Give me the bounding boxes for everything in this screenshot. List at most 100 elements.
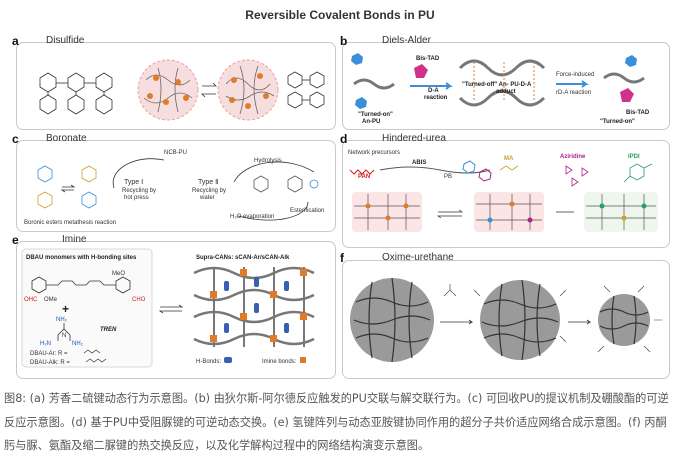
da-reaction-label: D-A [428, 88, 439, 94]
panel-b-heading: Diels-Alder [382, 35, 431, 46]
panel-c-label: c [12, 132, 19, 146]
monomer-box [21, 248, 153, 368]
bis-tad-label-left: Bis-TAD [416, 56, 440, 62]
dbau-ar-r-group [83, 349, 101, 354]
h2o-evap-label: H₂O evaporation [230, 214, 274, 220]
network-precursors-label: Network precursors [348, 150, 400, 156]
aziridine-molecule [565, 165, 589, 187]
ma-molecule [499, 165, 519, 171]
precursor-chain [349, 160, 492, 182]
bis-tad-label-right: Bis-TAD [626, 110, 650, 116]
panel-a-label: a [12, 34, 19, 48]
da-arrow [410, 82, 453, 90]
panel-b-box [342, 42, 670, 130]
type1-recycling: Recycling by [122, 188, 156, 194]
cho-label: CHO [132, 297, 146, 303]
panel-c-graphic: NCB-PU Boronic esters metathesis reactio… [24, 150, 324, 226]
nh2-label-2: NH₂ [72, 341, 84, 347]
ome-label: OMe [44, 297, 58, 303]
dbau-molecule [31, 276, 131, 294]
network-sphere-2 [473, 279, 567, 361]
boronic-ester-label: Boronic esters metathesis reaction [24, 220, 116, 226]
panel-a-graphic [39, 59, 325, 121]
adduct-label: adduct [496, 89, 516, 95]
figure-title: Reversible Covalent Bonds in PU [245, 8, 435, 22]
network-ring-right [217, 59, 279, 121]
boronic-ester-molecules [37, 165, 97, 209]
type1-label: Type Ⅰ [124, 179, 143, 186]
panel-f-heading: Oxime-urethane [382, 252, 454, 263]
ma-label: MA [504, 156, 514, 162]
force-induced-label: Force-induced [556, 72, 594, 78]
imine-bonds-label: Imine bonds: [262, 359, 297, 365]
nh2-label-1: NH₂ [56, 317, 68, 323]
turned-on-label-right: "Turned-on" [600, 119, 635, 125]
h2n-label: H₂N [40, 341, 51, 347]
network-sphere-3 [597, 285, 662, 353]
disulfide-molecule-left [39, 72, 113, 115]
n-label: N [62, 333, 66, 339]
panel-d-label: d [340, 132, 348, 146]
panel-c-heading: Boronate [46, 133, 87, 144]
type2-recycling: Recycling by [192, 188, 226, 194]
panel-b-label: b [340, 34, 348, 48]
esterification-arrow [237, 201, 309, 221]
pb-label: PB [444, 174, 452, 180]
pan-label: PAN [358, 174, 370, 180]
panel-d-graphic: Network precursors ABIS PAN PB MA Azirid… [348, 150, 658, 232]
panel-e-label: e [12, 233, 19, 247]
hydrolysis-label: Hydrolysis [254, 158, 282, 164]
panel-f-label: f [340, 251, 344, 265]
type2-label: Type Ⅱ [198, 179, 219, 186]
panel-c-box [16, 140, 336, 232]
bis-tad-icon-b [414, 64, 428, 78]
plus-sign: + [62, 302, 69, 316]
network-ring-left [137, 59, 199, 121]
esterification-label: Esterification [290, 208, 324, 214]
panel-e-graphic: DBAU monomers with H-bonding sites OHC O… [21, 248, 315, 368]
panel-f-graphic [350, 277, 662, 363]
exchange-arrow-a [201, 82, 217, 98]
force-arrow [556, 80, 589, 88]
rda-reaction-label: rD-A reaction [556, 90, 591, 96]
type2-arrow [233, 161, 315, 183]
an-pu-chain-left [351, 53, 395, 109]
turned-on-label-left: "Turned-on" [358, 112, 393, 118]
h-bonds-label: H-Bonds: [196, 359, 221, 365]
an-pu-label: An-PU [362, 119, 380, 125]
meo-label: MeO [112, 271, 125, 277]
aziridine-label: Aziridine [560, 154, 586, 160]
panel-e-heading: Imine [62, 234, 87, 245]
tren-molecule [57, 323, 71, 341]
panel-a-heading: Disulfide [46, 35, 85, 46]
supra-can-network [193, 266, 315, 347]
network-sphere-1 [350, 277, 434, 363]
panel-d-heading: Hindered-urea [382, 133, 446, 144]
adduct-network [458, 59, 546, 107]
supra-cans-label: Supra-CANs: sCAN-Ar/sCAN-Alk [196, 255, 290, 261]
ipdi-molecule [623, 163, 653, 183]
dbau-alk-label: DBAU-Alk: R = [30, 360, 70, 366]
ohc-label: OHC [24, 297, 38, 303]
da-reaction-label-2: reaction [424, 95, 448, 101]
ncb-pu-label: NCB-PU [164, 150, 187, 156]
dbau-monomers-label: DBAU monomers with H-bonding sites [26, 255, 137, 261]
panel-b-graphic: "Turned-on" An-PU Bis-TAD D-A reaction "… [351, 53, 650, 125]
figure: Reversible Covalent Bonds in PU a Disulf… [6, 4, 674, 382]
oxime-reagent-1 [443, 284, 457, 297]
dbau-ar-label: DBAU-Ar: R = [30, 351, 68, 357]
reversible-arrow-e [158, 304, 184, 314]
dbau-alk-r-group [85, 358, 107, 363]
tren-label: TREN [100, 327, 117, 333]
turned-off-label: "Turned-off" An- PU-D-A [462, 82, 532, 88]
arrow-f-1 [440, 319, 474, 325]
abis-label: ABIS [412, 160, 426, 166]
crosslinked-networks [352, 192, 658, 232]
disulfide-molecule-right [287, 71, 325, 109]
hydrolysis-molecules [253, 175, 319, 193]
imine-legend-icon [300, 357, 306, 363]
arrow-f-2 [568, 319, 592, 325]
ipdi-label: IPDI [628, 154, 640, 160]
type1-hotpress: hot press [124, 195, 149, 201]
an-pu-chain-right [603, 55, 645, 102]
